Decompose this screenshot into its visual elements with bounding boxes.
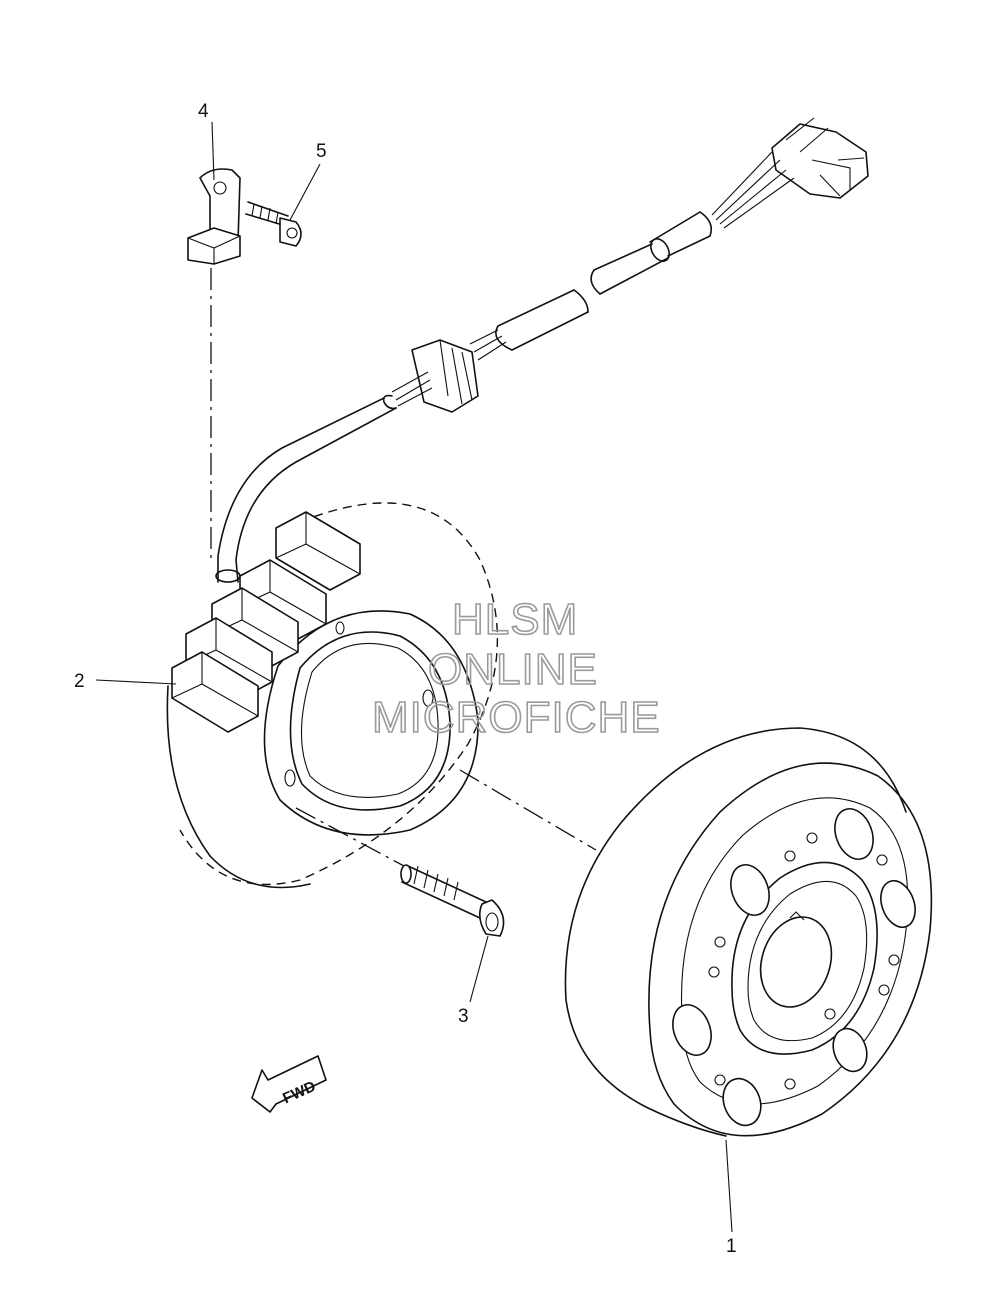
watermark-line-1: HLSM [452, 595, 578, 644]
callout-2: 2 [74, 671, 85, 692]
wire-grommet[interactable] [411, 339, 479, 413]
watermark-line-3: MICROFICHE [372, 693, 661, 742]
bracket-screw[interactable] [245, 201, 302, 247]
watermark: HLSM ONLINE MICROFICHE [371, 594, 661, 743]
stator-lead-wire [215, 371, 433, 583]
callout-5: 5 [316, 141, 327, 162]
fwd-label: FWD [280, 1078, 318, 1107]
wire-harness[interactable] [469, 211, 713, 361]
wire-connector[interactable] [771, 117, 869, 199]
callout-4: 4 [198, 101, 209, 122]
callout-leaders [95, 121, 733, 1233]
assembly-line-2 [459, 769, 597, 851]
wire-leads [711, 151, 795, 229]
callout-1: 1 [726, 1236, 737, 1257]
stator-bolt[interactable] [400, 864, 505, 937]
stator-assembly[interactable] [166, 502, 498, 889]
assembly-line-3 [295, 807, 405, 867]
callout-3: 3 [458, 1006, 469, 1027]
watermark-line-2: ONLINE [428, 645, 598, 694]
forward-direction-arrow: FWD [251, 1055, 327, 1113]
flywheel-rotor[interactable] [564, 727, 933, 1137]
lead-wire-bracket[interactable] [187, 168, 241, 265]
